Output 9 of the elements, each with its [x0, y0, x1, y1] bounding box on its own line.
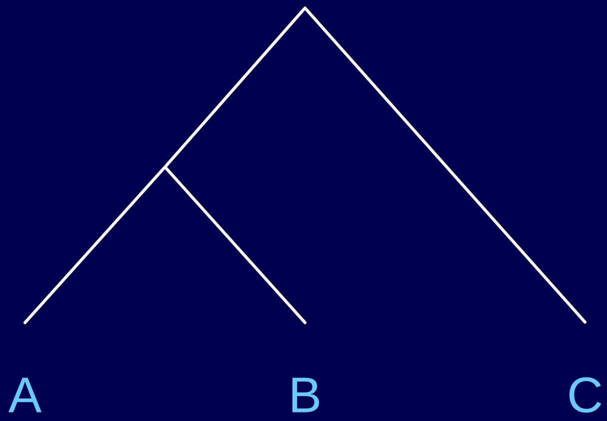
- branch-point: [164, 166, 166, 168]
- tree-branch: [164, 166, 306, 324]
- branch-point: [304, 6, 306, 10]
- leaf-label: B: [292, 378, 320, 412]
- tree-branch: [164, 8, 306, 168]
- tree-branch: [24, 166, 166, 324]
- leaf-label: A: [8, 378, 42, 412]
- tree-branch: [304, 8, 586, 324]
- leaf-label: C: [570, 377, 602, 413]
